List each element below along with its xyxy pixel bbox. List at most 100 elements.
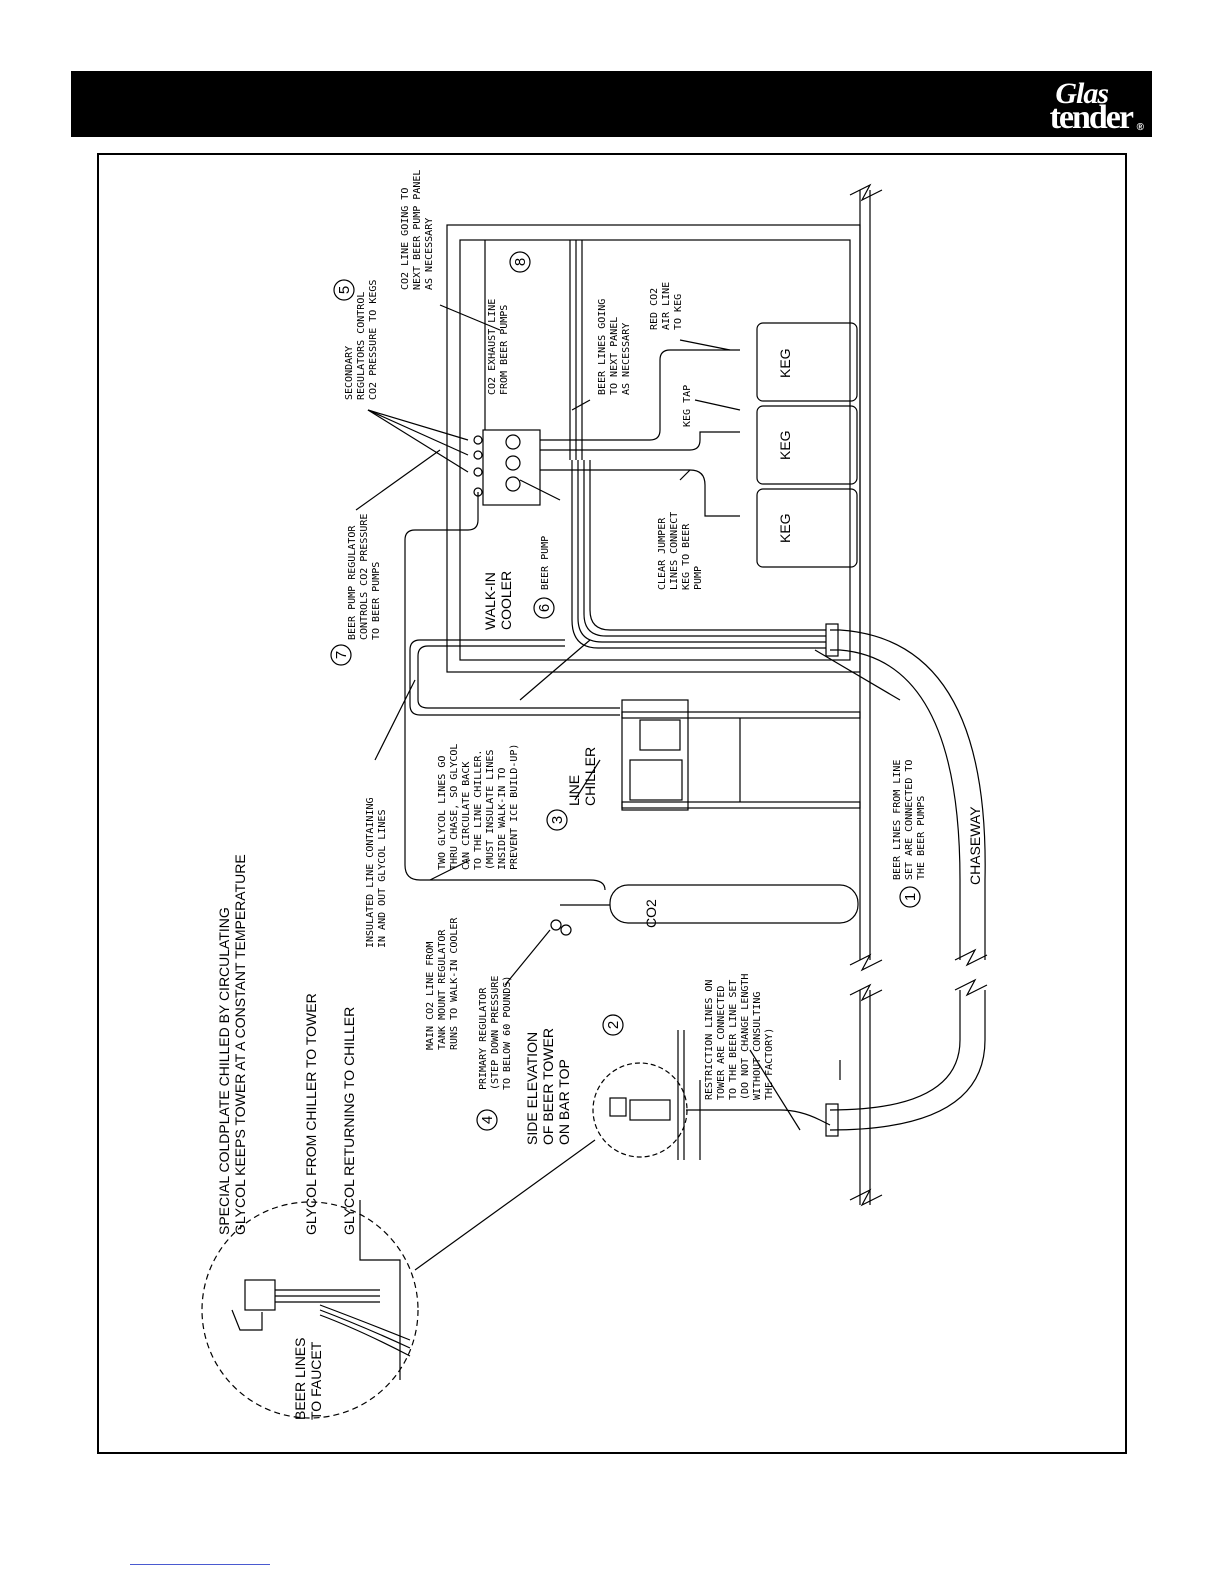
main-co2-line bbox=[404, 492, 606, 891]
label-walk-in: WALK-IN COOLER bbox=[482, 571, 514, 630]
restriction-line2: TOWER ARE CONNECTED bbox=[716, 986, 727, 1100]
beer-pump-2 bbox=[505, 455, 521, 471]
beer-line-bundle-3 bbox=[577, 460, 826, 643]
beer-pump-text: BEER PUMP bbox=[540, 536, 551, 590]
keg-2 bbox=[756, 405, 858, 485]
leader-clear-jumper bbox=[679, 469, 691, 481]
logo-line1: Glas bbox=[1055, 77, 1109, 110]
beer-lines-set-line1: BEER LINES FROM LINE bbox=[892, 760, 903, 880]
line-chiller-upper bbox=[621, 699, 689, 811]
leader-red-co2 bbox=[679, 339, 731, 351]
main-co2-line1: MAIN CO2 LINE FROM bbox=[425, 942, 436, 1050]
beer-lines-set-line2: SET ARE CONNECTED TO bbox=[904, 760, 915, 880]
keg-text-2: KEG bbox=[777, 430, 793, 460]
callout-4: 4 bbox=[479, 1116, 496, 1124]
beer-lines-faucet-line2: TO FAUCET bbox=[308, 1341, 324, 1420]
beer-line-bundle-2 bbox=[583, 460, 826, 637]
primary-regulator-line3: TO BELOW 60 POUNDS) bbox=[502, 976, 513, 1090]
two-glycol-line4: TO THE LINE CHILLER. bbox=[473, 750, 484, 870]
restriction-line4: (DO NOT CHANGE LENGTH bbox=[740, 974, 751, 1100]
break-mark-chase2 bbox=[954, 978, 988, 997]
jumper-line-keg3 bbox=[540, 469, 740, 517]
primary-regulator-gauge-1 bbox=[550, 919, 562, 931]
callout-3: 3 bbox=[549, 816, 566, 824]
chaseway-inner-bottom bbox=[829, 990, 961, 1111]
walk-in-inner-wall bbox=[459, 239, 851, 661]
red-co2-line2: AIR LINE bbox=[661, 282, 672, 330]
two-glycol-line3: CAN CIRCULATE BACK bbox=[461, 762, 472, 870]
callout-1: 1 bbox=[902, 893, 919, 901]
coldplate bbox=[244, 1279, 276, 1311]
side-elevation-line3: ON BAR TOP bbox=[556, 1059, 572, 1145]
primary-regulator-line2: (STEP DOWN PRESSURE bbox=[490, 976, 501, 1090]
callout-8: 8 bbox=[512, 258, 529, 266]
label-red-co2: RED CO2 AIR LINE TO KEG bbox=[649, 282, 684, 330]
co2-tank bbox=[609, 884, 859, 924]
main-co2-line2: TANK MOUNT REGULATOR bbox=[437, 929, 448, 1050]
callout-circle-1 bbox=[899, 886, 921, 908]
keg-label-2: KEG bbox=[777, 430, 793, 460]
leader-keg-tap bbox=[694, 399, 741, 411]
line-chiller-line1: LINE bbox=[566, 775, 582, 806]
clear-jumper-line1: CLEAR JUMPER bbox=[657, 517, 668, 590]
chase-sleeve-top bbox=[825, 623, 839, 657]
beer-lines-next-line3: AS NECESSARY bbox=[621, 323, 632, 395]
label-glycol-return: GLYCOL RETURNING TO CHILLER bbox=[341, 1007, 357, 1235]
secondary-regulators-line3: CO2 PRESSURE TO KEGS bbox=[368, 280, 379, 400]
callout-7: 7 bbox=[333, 651, 350, 659]
label-beer-lines-set: BEER LINES FROM LINE SET ARE CONNECTED T… bbox=[892, 760, 927, 880]
pump-regulator-line1: BEER PUMP REGULATOR bbox=[347, 525, 358, 640]
callout-circle-6 bbox=[533, 597, 555, 619]
bottom-link-underline bbox=[130, 1564, 270, 1565]
leader-secondary-2 bbox=[367, 409, 469, 456]
leader-secondary-3 bbox=[367, 409, 469, 473]
beer-lines-set-line3: THE BEER PUMPS bbox=[916, 796, 927, 880]
chiller-rail-top bbox=[621, 711, 861, 719]
callout-circle-4 bbox=[476, 1109, 498, 1131]
insulated-glycol-line-inner bbox=[417, 645, 620, 709]
leader-two-glycol bbox=[519, 639, 591, 701]
line-chiller-line2: CHILLER bbox=[582, 747, 598, 806]
callout-5: 5 bbox=[336, 286, 353, 294]
detail-leader bbox=[414, 1139, 596, 1271]
co2-exhaust-line1: CO2 EXHAUST LINE bbox=[487, 299, 498, 395]
label-beer-pump: BEER PUMP bbox=[540, 536, 551, 590]
jumper-line-keg2 bbox=[540, 431, 740, 451]
label-chaseway: CHASEWAY bbox=[967, 806, 983, 885]
coldplate-line1: SPECIAL COLDPLATE CHILLED BY CIRCULATING bbox=[216, 907, 232, 1235]
callout-circle-7 bbox=[330, 644, 352, 666]
break-mark-bottom bbox=[849, 1188, 883, 1207]
co2-tank-text: CO2 bbox=[643, 899, 659, 928]
beer-pump-1 bbox=[505, 434, 521, 450]
leader-line-chiller bbox=[574, 759, 601, 801]
leader-beer-next bbox=[571, 399, 591, 411]
header-bar: Glas tender ® bbox=[71, 71, 1152, 137]
regulator-gauge-1 bbox=[473, 435, 483, 445]
leader-pump-regulator bbox=[355, 449, 441, 511]
beer-tower bbox=[629, 1099, 671, 1121]
label-primary-regulator: PRIMARY REGULATOR (STEP DOWN PRESSURE TO… bbox=[478, 976, 513, 1090]
red-co2-line3: TO KEG bbox=[673, 294, 684, 330]
label-secondary-regulators: SECONDARY REGULATORS CONTROL CO2 PRESSUR… bbox=[344, 280, 379, 400]
callout-circle-2 bbox=[602, 1014, 624, 1036]
walk-in-line1: WALK-IN bbox=[482, 572, 498, 630]
break-mark-mid2 bbox=[849, 983, 883, 1002]
label-beer-lines-faucet: BEER LINES TO FAUCET bbox=[292, 1338, 324, 1420]
main-co2-line3: RUNS TO WALK-IN COOLER bbox=[449, 917, 460, 1050]
red-co2-line1: RED CO2 bbox=[649, 288, 660, 330]
label-keg-tap: KEG TAP bbox=[682, 385, 693, 427]
secondary-regulators-line2: REGULATORS CONTROL bbox=[356, 292, 367, 400]
beer-line-bundle-1 bbox=[589, 460, 826, 631]
leader-primary-regulator bbox=[504, 929, 551, 986]
walk-in-line2: COOLER bbox=[498, 571, 514, 630]
faucet-detail bbox=[231, 1309, 263, 1331]
logo-registered-mark: ® bbox=[1136, 122, 1144, 133]
clear-jumper-line4: PUMP bbox=[693, 566, 704, 590]
regulator-gauge-3 bbox=[473, 467, 483, 477]
coldplate-line2: GLYCOL KEEPS TOWER AT A CONSTANT TEMPERA… bbox=[232, 854, 248, 1235]
label-coldplate: SPECIAL COLDPLATE CHILLED BY CIRCULATING… bbox=[216, 854, 248, 1235]
label-main-co2: MAIN CO2 LINE FROM TANK MOUNT REGULATOR … bbox=[425, 917, 460, 1050]
two-glycol-line2: THRU CHASE, SO GLYCOL bbox=[449, 744, 460, 870]
restriction-line6: THE FACTORY) bbox=[764, 1028, 775, 1100]
